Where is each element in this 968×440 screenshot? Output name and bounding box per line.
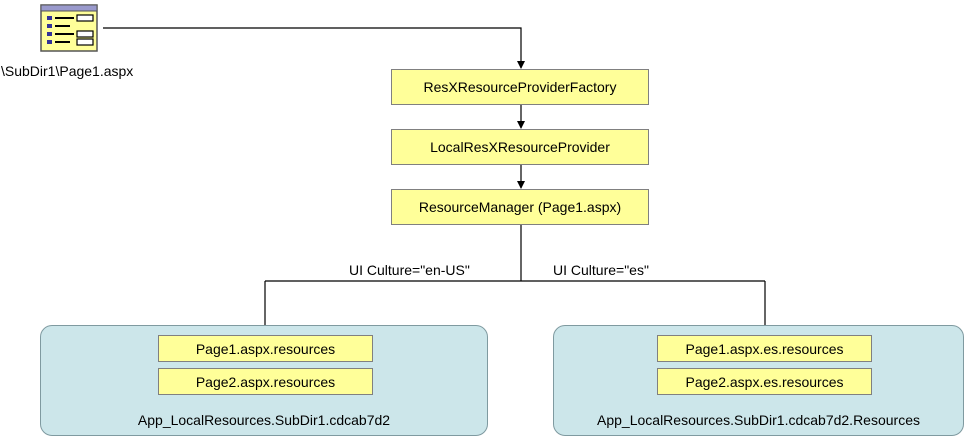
right-group-title: App_LocalResources.SubDir1.cdcab7d2.Reso…	[597, 412, 920, 428]
left-resource-item-1: Page1.aspx.resources	[158, 335, 373, 362]
left-resource-group: Page1.aspx.resources Page2.aspx.resource…	[40, 325, 488, 436]
right-resource-group: Page1.aspx.es.resources Page2.aspx.es.re…	[553, 325, 964, 436]
connector-page-to-factory	[103, 27, 525, 69]
right-resource-item-2: Page2.aspx.es.resources	[657, 368, 872, 395]
left-resource-item-2: Page2.aspx.resources	[158, 368, 373, 395]
left-group-title: App_LocalResources.SubDir1.cdcab7d2	[137, 412, 391, 428]
left-culture-label: UI Culture="en-US"	[349, 262, 470, 278]
provider-box: LocalResXResourceProvider	[391, 129, 649, 165]
page-caption: \SubDir1\Page1.aspx	[1, 63, 134, 79]
manager-box: ResourceManager (Page1.aspx)	[391, 189, 649, 225]
aspx-page-icon	[40, 4, 100, 54]
right-resource-item-1: Page1.aspx.es.resources	[657, 335, 872, 362]
factory-box: ResXResourceProviderFactory	[391, 69, 649, 105]
right-culture-label: UI Culture="es"	[553, 262, 649, 278]
